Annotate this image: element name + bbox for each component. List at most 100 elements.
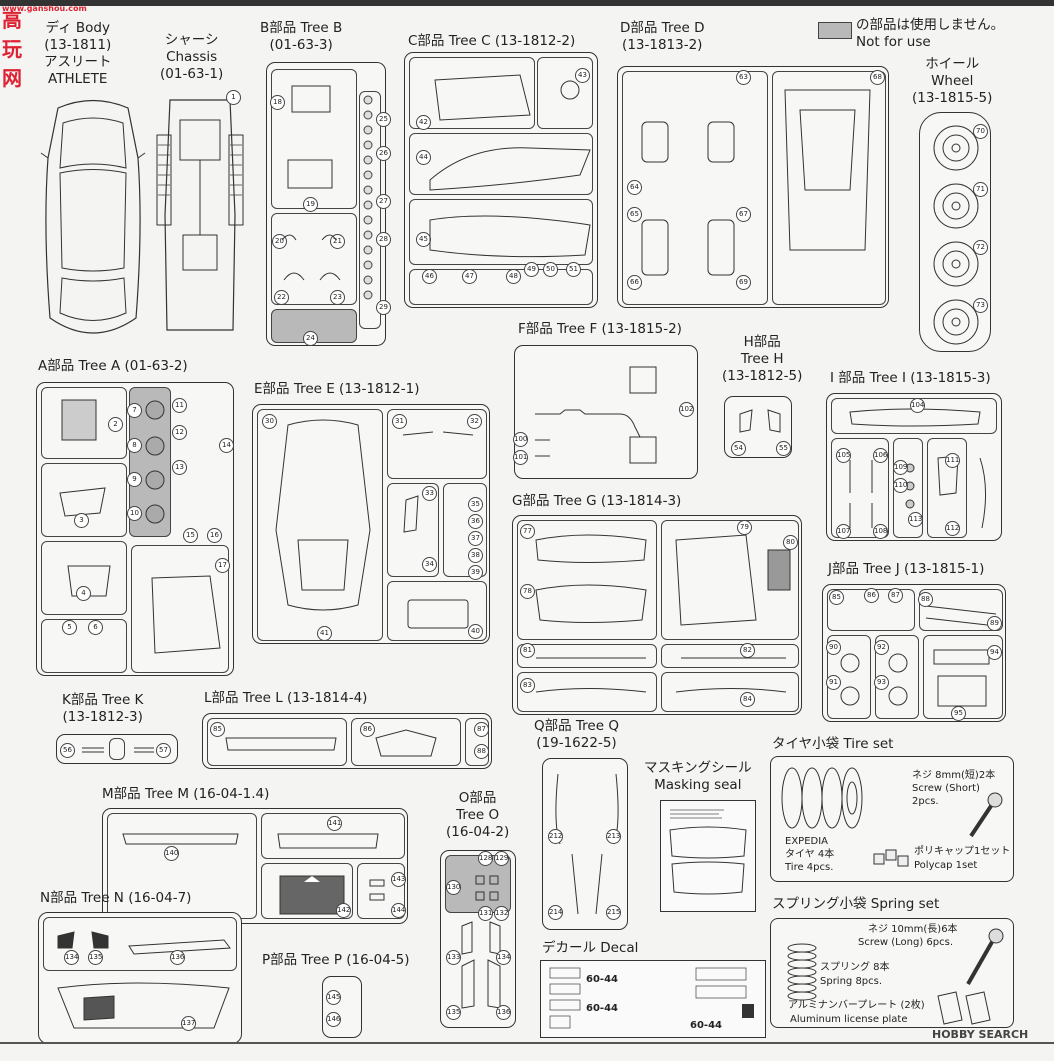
spring-icon — [787, 943, 817, 1001]
tree-q-code: (19-1622-5) — [536, 735, 617, 751]
part-number: 106 — [873, 448, 888, 463]
top-border — [0, 0, 1054, 6]
tree-f-parts-drawing — [535, 366, 657, 464]
part-number: 4 — [76, 586, 91, 601]
part-number: 63 — [736, 70, 751, 85]
part-number: 137 — [181, 1016, 196, 1031]
part-number: 112 — [945, 521, 960, 536]
tree-a-cell — [41, 619, 127, 673]
plate-jp: アルミナンバープレート (2枚) — [788, 1000, 925, 1011]
part-number: 32 — [467, 414, 482, 429]
watermark-logo-bottom: HOBBY SEARCH — [932, 1028, 1029, 1041]
tree-p-frame — [322, 976, 362, 1038]
tree-j-title: J部品 Tree J (13-1815-1) — [828, 561, 985, 577]
tree-b-parts-drawing — [281, 85, 373, 300]
tree-c-parts-drawing — [429, 74, 591, 258]
part-number: 67 — [736, 207, 751, 222]
tree-h-jp: H部品 — [743, 334, 781, 350]
tire-stack-drawing — [781, 767, 863, 829]
part-number: 134 — [496, 950, 511, 965]
tree-i-cell — [831, 438, 889, 538]
part-number: 83 — [520, 678, 535, 693]
tree-e-cell — [443, 483, 487, 577]
part-number: 102 — [679, 402, 694, 417]
part-number: 213 — [606, 829, 621, 844]
part-number: 24 — [303, 331, 318, 346]
tree-a-cell — [41, 387, 127, 459]
tree-e-frame — [252, 404, 490, 644]
tree-e-label: E部品 Tree E (13-1812-1) — [254, 381, 419, 398]
tree-o-label: O部品 Tree O (16-04-2) — [446, 790, 509, 841]
part-number: 10 — [127, 506, 142, 521]
part-number: 29 — [376, 300, 391, 315]
part-number: 87 — [888, 588, 903, 603]
part-number: 38 — [468, 548, 483, 563]
part-number: 2 — [108, 417, 123, 432]
tree-k-title: K部品 Tree K — [62, 692, 144, 708]
part-number: 40 — [468, 624, 483, 639]
part-number: 113 — [908, 512, 923, 527]
screw-short-jp: ネジ 8mm(短)2本 — [912, 770, 996, 781]
part-number: 70 — [973, 124, 988, 139]
part-number: 143 — [391, 872, 406, 887]
tree-e-cell — [387, 483, 439, 577]
tree-p-title: P部品 Tree P (16-04-5) — [262, 952, 410, 968]
chassis-label: シャーシ Chassis (01-63-1) — [160, 32, 223, 83]
part-number: 142 — [336, 903, 351, 918]
part-number: 78 — [520, 584, 535, 599]
tree-d-frame — [617, 66, 889, 308]
part-number: 215 — [606, 905, 621, 920]
wheel-label-jp: ホイール — [925, 56, 980, 72]
tire-jp: タイヤ 4本 — [785, 849, 835, 860]
part-number: 9 — [127, 472, 142, 487]
decal-plate-1: 60-44 — [586, 974, 618, 985]
part-number: 55 — [776, 441, 791, 456]
part-number: 81 — [520, 643, 535, 658]
part-number: 89 — [987, 616, 1002, 631]
wheel-label-code: (13-1815-5) — [912, 90, 993, 106]
tree-o-title: Tree O — [456, 807, 500, 823]
masking-label-jp: マスキングシール — [644, 760, 752, 776]
body-label: ディ Body (13-1811) アスリート ATHLETE — [44, 20, 112, 88]
part-number: 101 — [513, 450, 528, 465]
part-number: 31 — [392, 414, 407, 429]
tree-f-label: F部品 Tree F (13-1815-2) — [518, 321, 682, 338]
tree-c-title: C部品 Tree C (13-1812-2) — [408, 33, 576, 49]
screw-short-en2: 2pcs. — [912, 796, 939, 807]
tree-a-label: A部品 Tree A (01-63-2) — [38, 358, 188, 375]
tree-h-code: (13-1812-5) — [722, 368, 803, 384]
chassis-label-jp: シャーシ — [164, 32, 219, 48]
part-number: 30 — [262, 414, 277, 429]
legend-jp: の部品は使用しません。 — [856, 17, 1005, 33]
part-number: 134 — [64, 950, 79, 965]
part-number: 42 — [416, 115, 431, 130]
part-number: 87 — [474, 722, 489, 737]
tree-b-rail — [359, 91, 381, 329]
part-number: 17 — [215, 558, 230, 573]
part-number: 34 — [422, 557, 437, 572]
tree-e-title: E部品 Tree E (13-1812-1) — [254, 381, 420, 397]
decal-sheet — [540, 960, 766, 1038]
part-number: 93 — [874, 675, 889, 690]
part-number: 43 — [575, 68, 590, 83]
springset-title: スプリング小袋 Spring set — [772, 896, 940, 912]
part-number: 39 — [468, 565, 483, 580]
part-number: 18 — [270, 95, 285, 110]
tire-en: Tire 4pcs. — [785, 862, 834, 873]
part-number: 48 — [506, 269, 521, 284]
part-number: 100 — [513, 432, 528, 447]
part-number: 108 — [873, 524, 888, 539]
tree-f-title: F部品 Tree F (13-1815-2) — [518, 321, 682, 337]
part-number: 22 — [274, 290, 289, 305]
tree-g-cell — [517, 644, 657, 668]
tree-m-parts-drawing — [122, 833, 385, 915]
tree-o-code: (16-04-2) — [446, 824, 510, 840]
part-number: 135 — [88, 950, 103, 965]
part-number: 56 — [60, 743, 75, 758]
tree-h-title: Tree H — [740, 351, 784, 367]
chassis-label-en: Chassis — [166, 49, 218, 65]
part-number: 14 — [219, 438, 234, 453]
part-number: 20 — [272, 234, 287, 249]
screw-long-jp: ネジ 10mm(長)6本 — [868, 924, 958, 935]
polycap-jp: ポリキャップ1セット — [914, 846, 1011, 857]
